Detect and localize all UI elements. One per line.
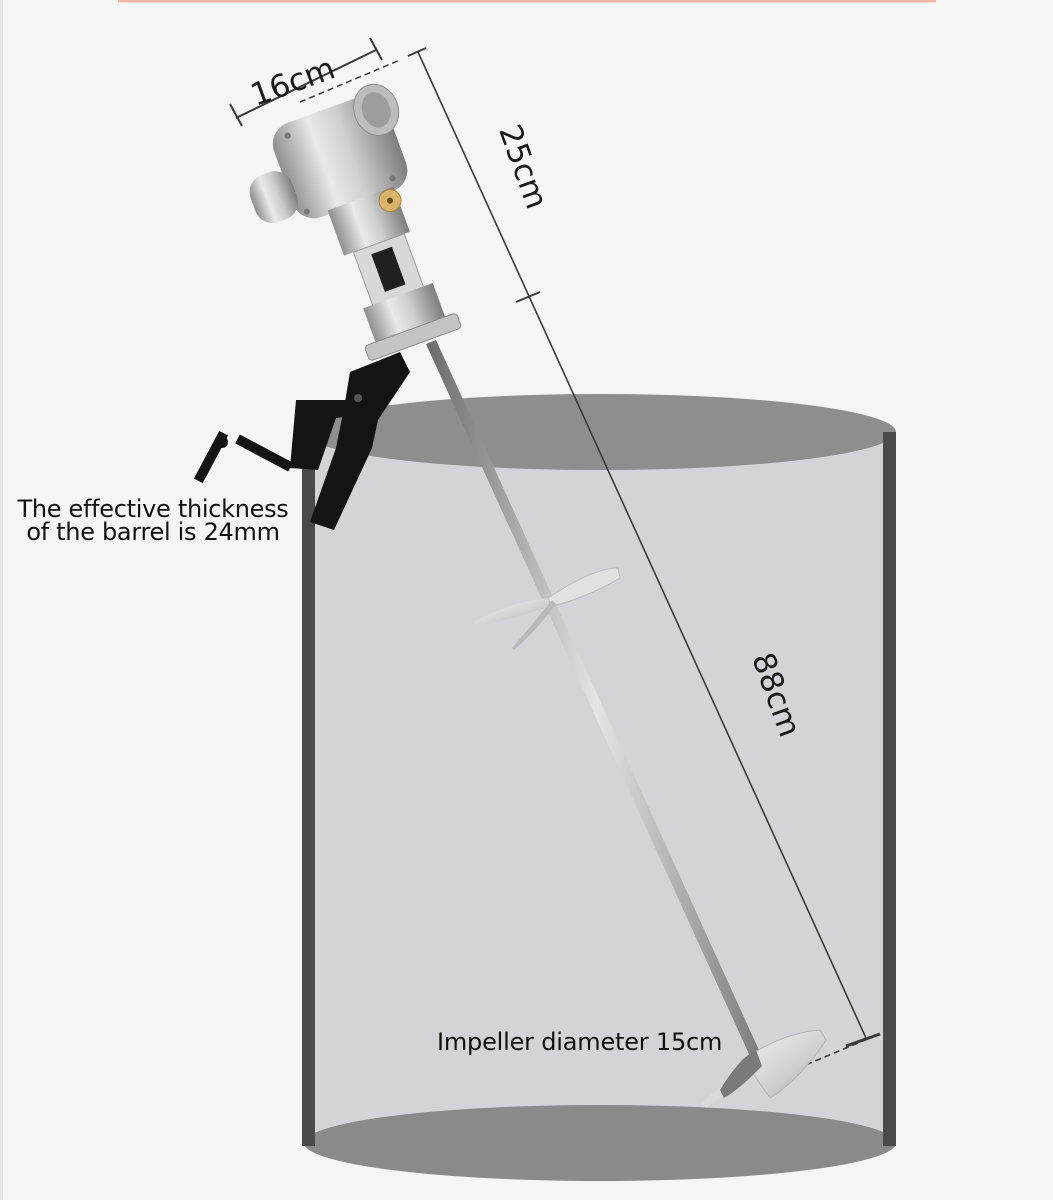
bottom-impeller [700, 1029, 827, 1108]
barrel-left-wall [302, 440, 315, 1146]
barrel-right-wall [883, 432, 896, 1146]
barrel [302, 394, 896, 1181]
coupling [371, 246, 406, 292]
barrel-bottom-ellipse [304, 1105, 896, 1181]
barrel-thickness-line-1: The effective thickness [17, 495, 289, 523]
top-banner-strip [118, 0, 936, 3]
barrel-top-ellipse [304, 394, 896, 470]
motor-head [249, 83, 462, 361]
barrel-thickness-line-2: of the barrel is 24mm [26, 518, 280, 546]
barrel-clamp [193, 352, 410, 530]
mixer-shaft [426, 340, 768, 1074]
barrel-body [304, 432, 896, 1144]
mount-flange [364, 313, 462, 361]
page-edge [0, 0, 3, 1200]
air-motor-cap [249, 171, 298, 224]
dimension-lines [229, 37, 881, 1085]
barrel-thickness-label: The effective thickness of the barrel is… [8, 495, 298, 546]
mid-impeller [474, 567, 621, 650]
impeller-diameter-label: Impeller diameter 15cm [437, 1028, 723, 1056]
